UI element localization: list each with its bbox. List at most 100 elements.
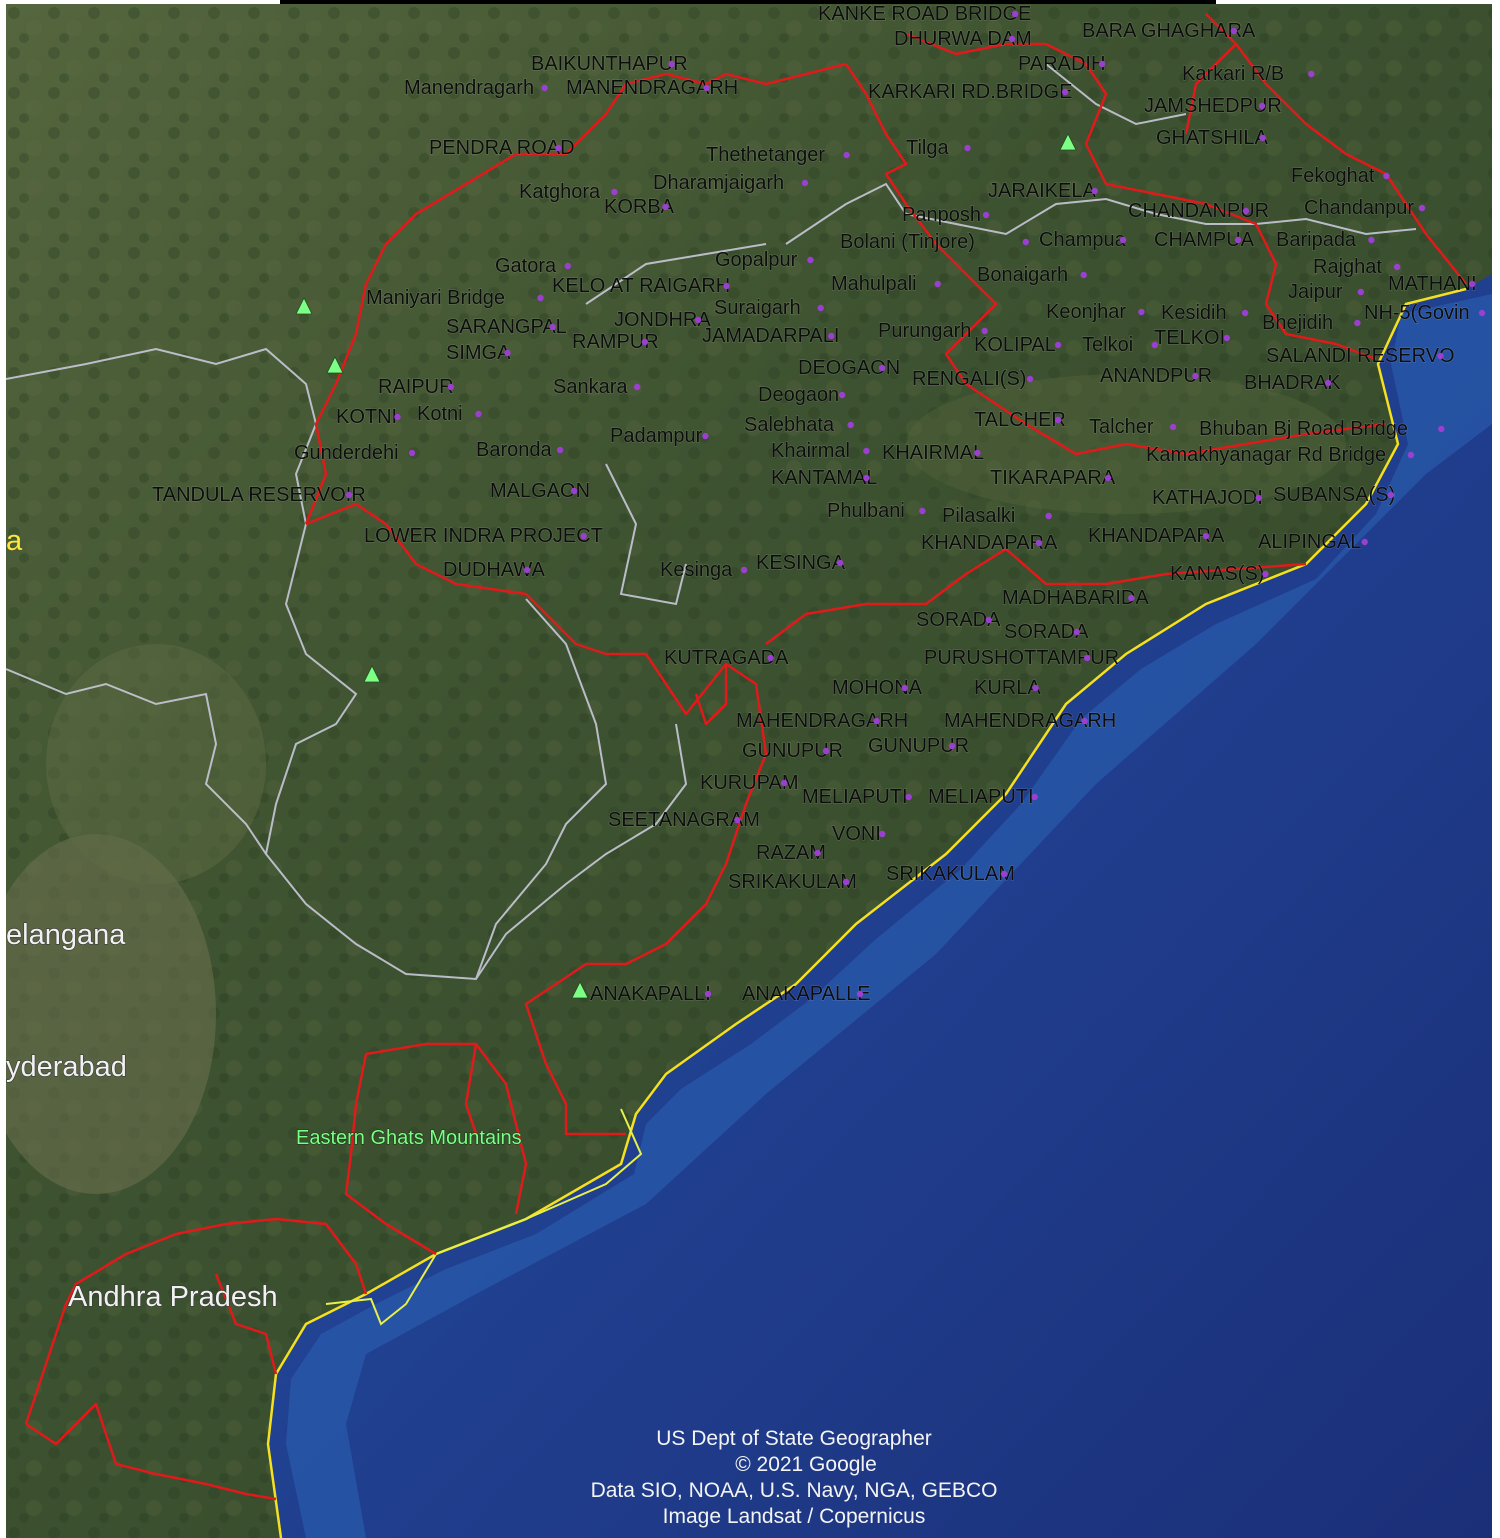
place-label[interactable]: MAHENDRAGARH	[944, 710, 1117, 733]
station-marker-dot[interactable]	[814, 849, 821, 857]
station-marker-dot[interactable]	[934, 280, 941, 288]
station-marker-dot[interactable]	[1054, 341, 1062, 349]
station-marker-dot[interactable]	[1324, 379, 1332, 387]
station-marker-dot[interactable]	[828, 332, 835, 340]
station-marker-dot[interactable]	[345, 491, 353, 499]
place-label[interactable]: SEETANAGRAM	[608, 809, 761, 832]
station-marker-dot[interactable]	[1138, 308, 1145, 316]
place-label[interactable]: MAHENDRAGARH	[736, 710, 909, 733]
place-label[interactable]: JAMSHEDPUR	[1144, 95, 1283, 118]
station-marker-dot[interactable]	[703, 84, 710, 92]
place-label[interactable]: TELKOI	[1154, 327, 1226, 350]
place-label[interactable]: SRIKAKULAM	[728, 871, 858, 894]
station-marker-dot[interactable]	[801, 179, 809, 187]
place-label[interactable]: SIMGA	[446, 342, 512, 365]
tree-icon[interactable]	[326, 356, 344, 374]
place-label[interactable]: KUTRAGADA	[664, 647, 790, 670]
station-marker-dot[interactable]	[580, 532, 587, 540]
station-marker-dot[interactable]	[981, 327, 988, 335]
place-label[interactable]: BARA GHAGHARA	[1082, 20, 1257, 43]
station-marker-dot[interactable]	[611, 188, 618, 196]
station-marker-dot[interactable]	[633, 383, 641, 391]
place-label[interactable]: Talcher	[1089, 416, 1155, 439]
place-label[interactable]: RAIPUR	[378, 376, 455, 399]
place-label[interactable]: RENGALI(S)	[912, 368, 1027, 391]
place-label[interactable]: LOWER INDRA PROJECT	[364, 525, 604, 548]
station-marker-dot[interactable]	[1262, 570, 1269, 578]
station-marker-dot[interactable]	[1035, 539, 1043, 547]
place-label[interactable]: Jaipur	[1288, 281, 1344, 304]
place-label[interactable]: KHAIRMAL	[882, 442, 985, 465]
station-marker-dot[interactable]	[641, 338, 648, 346]
place-label[interactable]: Baronda	[476, 439, 553, 462]
place-label[interactable]: Thethetanger	[706, 144, 826, 167]
place-label[interactable]: MADHABARIDA	[1002, 587, 1150, 610]
place-label[interactable]: Rajghat	[1313, 256, 1383, 279]
tree-icon[interactable]	[295, 297, 313, 315]
station-marker-dot[interactable]	[1468, 280, 1476, 288]
station-marker-dot[interactable]	[1128, 594, 1135, 602]
place-label[interactable]: Deogaon	[758, 384, 840, 407]
station-marker-dot[interactable]	[504, 349, 511, 357]
station-marker-dot[interactable]	[1255, 494, 1262, 502]
place-label[interactable]: Bhuban Bj Road Bridge	[1199, 418, 1409, 441]
station-marker-dot[interactable]	[1031, 793, 1038, 801]
station-marker-dot[interactable]	[564, 262, 571, 270]
tree-icon[interactable]	[571, 981, 589, 999]
place-label[interactable]: SARANGPAL	[446, 316, 568, 339]
station-marker-dot[interactable]	[1045, 512, 1052, 520]
station-marker-dot[interactable]	[863, 447, 870, 455]
place-label[interactable]: Dharamjaigarh	[653, 172, 785, 195]
place-label[interactable]: PURUSHOTTAMPUR	[924, 647, 1120, 670]
place-label[interactable]: Manendragarh	[404, 77, 535, 100]
station-marker-dot[interactable]	[447, 383, 454, 391]
station-marker-dot[interactable]	[1259, 134, 1266, 142]
place-label[interactable]: Tilga	[906, 137, 950, 160]
place-label[interactable]: SORADA	[916, 609, 1002, 632]
place-label[interactable]: KHANDAPARA	[921, 532, 1059, 555]
place-label[interactable]: MELIAPUTI	[928, 786, 1035, 809]
place-label[interactable]: TALCHER	[974, 409, 1067, 432]
place-label[interactable]: KOTNI	[336, 406, 398, 429]
station-marker-dot[interactable]	[878, 364, 886, 372]
place-label[interactable]: DEOGAON	[798, 357, 901, 380]
place-label[interactable]: MOHONA	[832, 677, 924, 700]
station-marker-dot[interactable]	[1258, 102, 1266, 110]
place-label[interactable]: MANENDRAGARH	[566, 77, 739, 100]
station-marker-dot[interactable]	[1241, 309, 1249, 317]
place-label[interactable]: ANAKAPALLE	[742, 983, 872, 1006]
station-marker-dot[interactable]	[901, 684, 908, 692]
place-label[interactable]: PENDRA ROAD	[429, 137, 576, 160]
station-marker-dot[interactable]	[836, 559, 844, 567]
place-label[interactable]: KATHAJODI	[1152, 487, 1264, 510]
station-marker-dot[interactable]	[1098, 60, 1106, 68]
place-label[interactable]: TIKARAPARA	[990, 467, 1117, 490]
station-marker-dot[interactable]	[475, 410, 482, 418]
station-marker-dot[interactable]	[919, 507, 926, 515]
place-label[interactable]: Keonjhar	[1046, 301, 1127, 324]
station-marker-dot[interactable]	[982, 211, 990, 219]
place-label[interactable]: Fekoghat	[1291, 165, 1376, 188]
station-marker-dot[interactable]	[1407, 451, 1415, 459]
place-label[interactable]: KHANDAPARA	[1088, 525, 1226, 548]
place-label[interactable]: KARKARI RD.BRIDGE	[868, 81, 1073, 104]
place-label[interactable]: Kesidih	[1161, 302, 1228, 325]
place-label[interactable]: Bolani (Tinjore)	[840, 231, 976, 254]
station-marker-dot[interactable]	[1022, 238, 1029, 246]
place-label[interactable]: Purungarh	[878, 320, 972, 343]
station-marker-dot[interactable]	[740, 566, 748, 574]
station-marker-dot[interactable]	[537, 294, 544, 302]
station-marker-dot[interactable]	[1368, 236, 1375, 244]
place-label[interactable]: TANDULA RESERVOIR	[152, 484, 367, 507]
place-label[interactable]: Chandanpur	[1304, 197, 1415, 220]
place-label[interactable]: Phulbani	[827, 500, 906, 523]
station-marker-dot[interactable]	[394, 413, 401, 421]
station-marker-dot[interactable]	[807, 256, 814, 264]
station-marker-dot[interactable]	[1308, 70, 1315, 78]
place-label[interactable]: Telkoi	[1082, 334, 1134, 357]
place-label[interactable]: Bonaigarh	[977, 264, 1069, 287]
station-marker-dot[interactable]	[1011, 10, 1019, 18]
place-label[interactable]: Sankara	[553, 376, 629, 399]
station-marker-dot[interactable]	[734, 816, 741, 824]
